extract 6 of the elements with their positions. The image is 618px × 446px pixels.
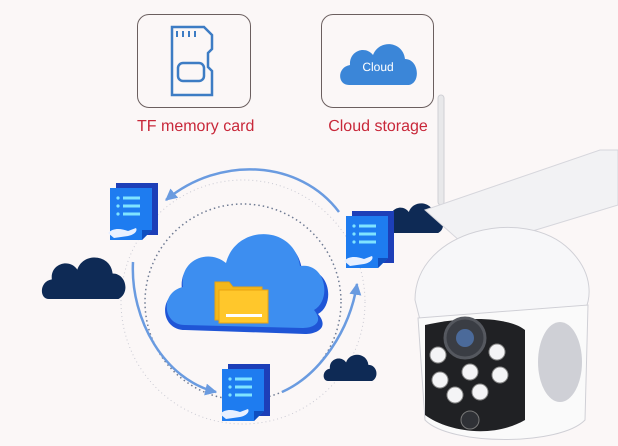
- feature-label: TF memory card: [137, 118, 251, 136]
- curved-arrow: [281, 282, 361, 394]
- feature-label: Cloud storage: [327, 118, 429, 136]
- cloud-label: Cloud: [362, 60, 394, 74]
- curved-arrow: [165, 168, 340, 213]
- curved-arrow: [132, 262, 218, 394]
